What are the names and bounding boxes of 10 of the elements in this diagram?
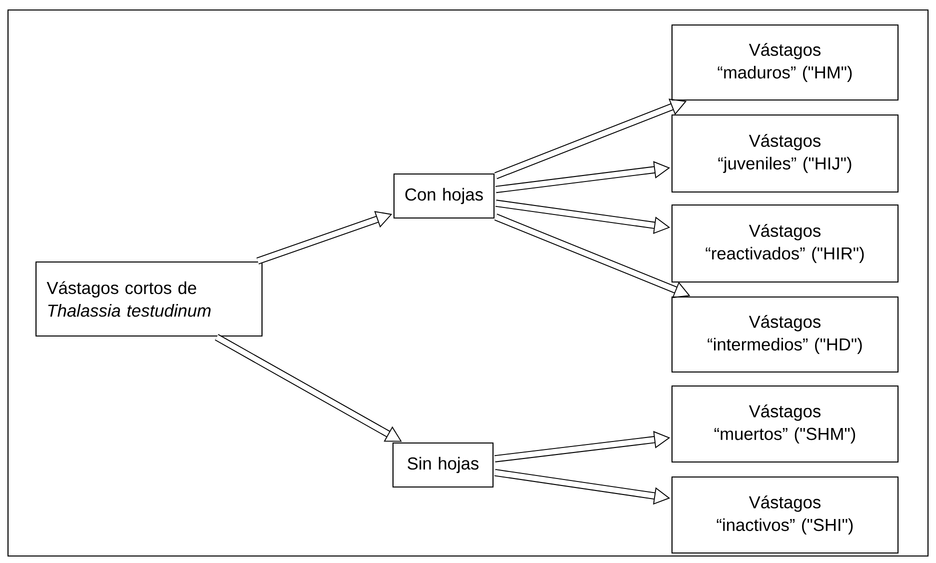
box: Vástagos “maduros” ("HM") — [671, 24, 899, 101]
box: Con hojas — [393, 173, 495, 219]
box: Vástagos “juveniles” ("HIJ") — [671, 114, 899, 193]
box: Vástagos “reactivados” ("HIR") — [671, 204, 899, 283]
box: Vástagos “muertos” ("SHM") — [671, 385, 899, 463]
box: Vástagos “inactivos” ("SHI") — [671, 476, 899, 554]
block-arrow — [214, 334, 402, 442]
box: Vástagos cortos de Thalassia testudinum — [35, 261, 263, 337]
box: Vástagos “intermedios” ("HD") — [671, 296, 899, 373]
box: Sin hojas — [392, 442, 494, 488]
